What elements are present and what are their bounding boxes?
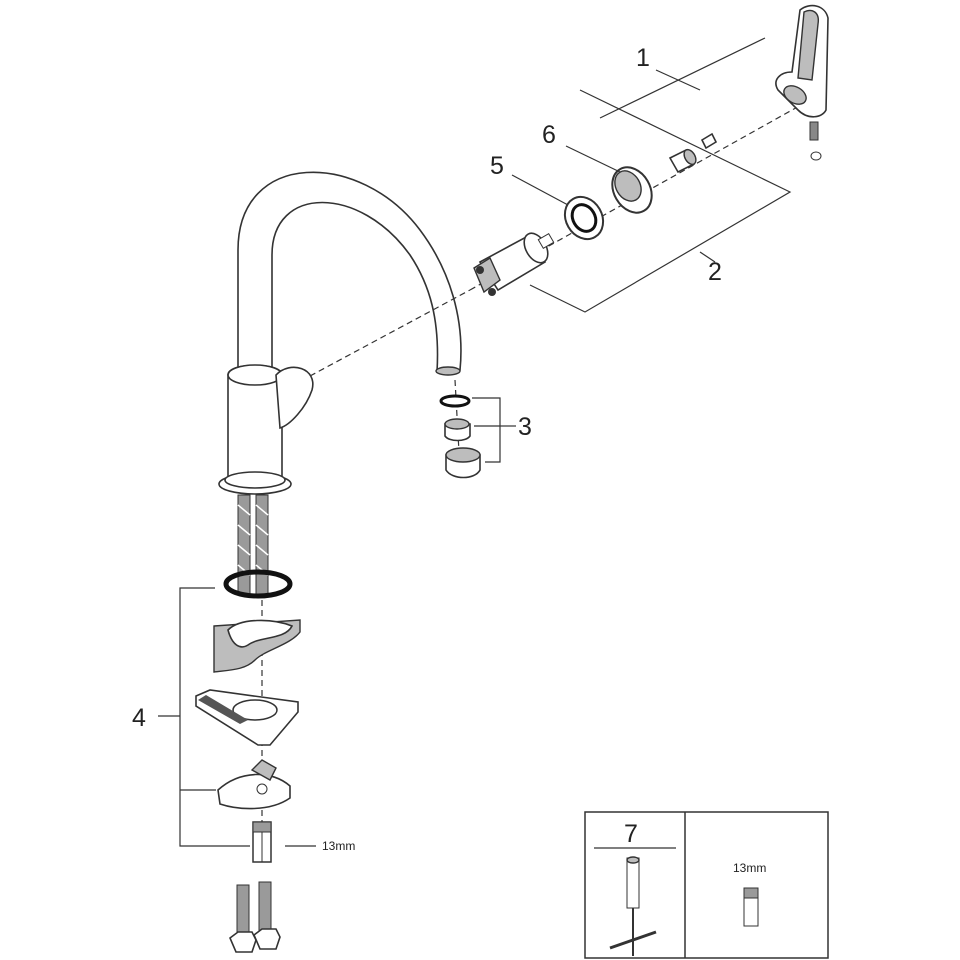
mounting-plate [217, 759, 291, 810]
wrench-size-label: 13mm [322, 839, 355, 853]
aerator-washer [439, 394, 471, 408]
tool-wrench-size-label: 13mm [733, 861, 766, 875]
mounting-gasket [213, 619, 301, 673]
cartridge [473, 232, 555, 296]
callout-2-bracket [529, 37, 792, 313]
faucet-body [218, 364, 314, 495]
aerator-housing [445, 447, 481, 479]
callout-5: 5 [490, 152, 504, 180]
set-screw [700, 132, 718, 150]
callout-1: 1 [636, 44, 650, 72]
aerator-insert [444, 418, 471, 442]
supply-hoses [237, 494, 269, 596]
callout-7: 7 [624, 820, 638, 848]
mounting-o-ring [223, 569, 293, 599]
callout-2: 2 [708, 258, 722, 286]
lever-handle [775, 4, 829, 118]
tool-box [584, 811, 829, 959]
mounting-bracket [195, 689, 299, 746]
cover-cap [611, 166, 653, 214]
callout-4: 4 [132, 704, 146, 732]
cartridge-axis-line [309, 289, 471, 377]
hex-key-tool [609, 856, 657, 956]
callout-6: 6 [542, 121, 556, 149]
mounting-nut [252, 821, 272, 863]
callout-6-leader [565, 145, 621, 173]
faucet-spout [237, 171, 462, 376]
handle-screw [809, 121, 822, 161]
handle-adapter [668, 148, 697, 174]
callout-3-bracket [472, 397, 516, 463]
callout-5-leader [511, 174, 569, 206]
callout-4-bracket [158, 587, 250, 847]
callout-1-leader [655, 69, 701, 91]
retaining-ring [563, 195, 605, 241]
hose-ends [229, 881, 281, 953]
callout-3: 3 [518, 413, 532, 441]
tool-nut [743, 887, 759, 927]
